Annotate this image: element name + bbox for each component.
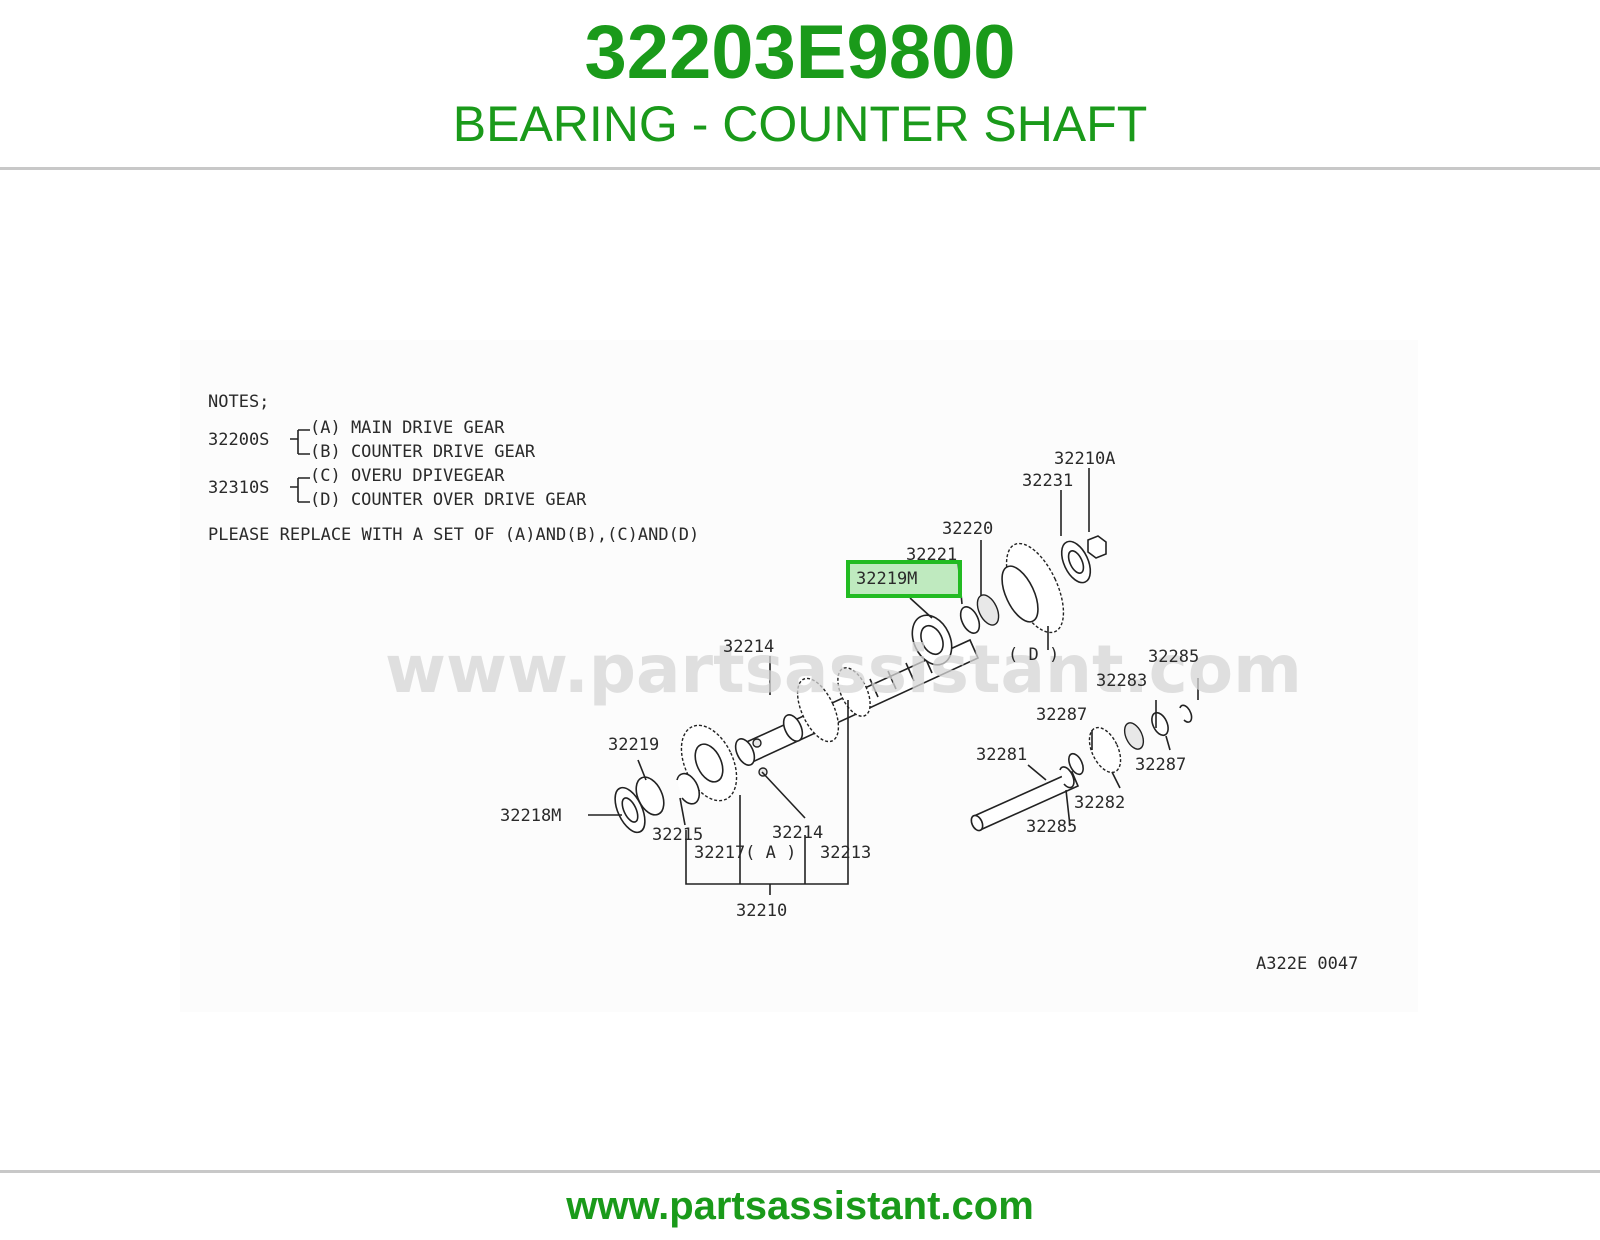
label-32215[interactable]: 32215 bbox=[652, 825, 703, 845]
notes-title: NOTES; bbox=[208, 392, 269, 412]
diagram-watermark: www.partsassistant.com bbox=[385, 631, 1302, 708]
leader-32281 bbox=[1027, 764, 1047, 781]
parts-diagram: NOTES; 32200S (A) MAIN DRIVE GEAR (B) CO… bbox=[180, 340, 1418, 1012]
part-name-subtitle: BEARING - COUNTER SHAFT bbox=[452, 96, 1148, 152]
label-32283[interactable]: 32283 bbox=[1096, 671, 1147, 691]
notes-group1-b: (B) COUNTER DRIVE GEAR bbox=[310, 442, 536, 462]
notes-group2-bracket bbox=[290, 477, 310, 503]
label-32285-top[interactable]: 32285 bbox=[1148, 647, 1199, 667]
label-32231[interactable]: 32231 bbox=[1022, 471, 1073, 491]
main-drive-gear-hub bbox=[694, 743, 724, 783]
label-32281[interactable]: 32281 bbox=[976, 745, 1027, 765]
leader-32210-stems bbox=[739, 795, 806, 895]
notes-group2-code: 32310S bbox=[208, 478, 269, 498]
shaft-collar bbox=[782, 714, 804, 742]
notes-group2-c: (C) OVERU DPIVEGEAR bbox=[310, 466, 505, 486]
snap-ring-32285-top bbox=[1179, 704, 1193, 723]
header-divider bbox=[0, 167, 1600, 170]
label-32219M[interactable]: 32219M bbox=[856, 569, 917, 589]
snap-ring-32215 bbox=[676, 772, 701, 805]
bearing-32231-inner bbox=[1067, 550, 1085, 574]
leader-32219 bbox=[637, 759, 647, 781]
label-32282[interactable]: 32282 bbox=[1074, 793, 1125, 813]
needle-bearing-32283 bbox=[1123, 722, 1145, 750]
reverse-idler-assembly bbox=[970, 704, 1193, 832]
leader-32219M bbox=[909, 597, 933, 619]
washer-32287-left bbox=[1068, 752, 1084, 776]
leader-32287-right bbox=[1165, 735, 1171, 751]
nut-32210A bbox=[1087, 535, 1107, 559]
label-32213[interactable]: 32213 bbox=[820, 843, 871, 863]
notes-group1-bracket bbox=[290, 429, 310, 455]
label-32285-bottom[interactable]: 32285 bbox=[1026, 817, 1077, 837]
diagram-code: A322E 0047 bbox=[1256, 954, 1358, 974]
idler-shaft-end bbox=[970, 814, 984, 832]
snap-ring-32285-bottom bbox=[1059, 766, 1075, 789]
spacer-32221 bbox=[959, 606, 981, 634]
label-32214-top[interactable]: 32214 bbox=[723, 637, 774, 657]
label-32287-top[interactable]: 32287 bbox=[1036, 705, 1087, 725]
label-32221[interactable]: 32221 bbox=[906, 545, 957, 565]
leader-32282 bbox=[1111, 771, 1121, 789]
label-32220[interactable]: 32220 bbox=[942, 519, 993, 539]
bearing-32218M-inner bbox=[621, 797, 639, 823]
overdrive-gear-D bbox=[1005, 542, 1065, 634]
diagram-canvas: NOTES; 32200S (A) MAIN DRIVE GEAR (B) CO… bbox=[208, 392, 1358, 974]
label-32219[interactable]: 32219 bbox=[608, 735, 659, 755]
counter-gear-large bbox=[796, 677, 840, 743]
label-32214-bottom[interactable]: 32214 bbox=[772, 823, 823, 843]
leader-32285-bottom bbox=[1065, 789, 1071, 827]
footer-divider bbox=[0, 1170, 1600, 1173]
reverse-idler-gear-32282 bbox=[1088, 726, 1122, 774]
counter-gear-small bbox=[837, 667, 871, 717]
label-32218M[interactable]: 32218M bbox=[500, 806, 561, 826]
label-32210A[interactable]: 32210A bbox=[1054, 449, 1115, 469]
shaft-end bbox=[734, 738, 756, 766]
notes-group2-d: (D) COUNTER OVER DRIVE GEAR bbox=[310, 490, 587, 510]
part-number-title: 32203E9800 bbox=[584, 10, 1016, 95]
leader-32215 bbox=[679, 797, 686, 826]
notes-group1-code: 32200S bbox=[208, 430, 269, 450]
counter-shaft-assembly bbox=[614, 535, 1107, 834]
footer-url[interactable]: www.partsassistant.com bbox=[566, 1184, 1034, 1228]
woodruff-key-top bbox=[752, 738, 762, 748]
bearing-32219M-inner bbox=[920, 624, 944, 656]
notes-instruction: PLEASE REPLACE WITH A SET OF (A)AND(B),(… bbox=[208, 525, 699, 545]
notes-group1-a: (A) MAIN DRIVE GEAR bbox=[310, 418, 505, 438]
washer-32287-right bbox=[1151, 711, 1169, 737]
highlight-box[interactable] bbox=[846, 560, 962, 598]
label-D[interactable]: ( D ) bbox=[1008, 645, 1059, 665]
label-32210[interactable]: 32210 bbox=[736, 901, 787, 921]
leader-32214-bottom bbox=[761, 771, 806, 819]
label-32217[interactable]: 32217( A ) bbox=[694, 843, 796, 863]
overdrive-gear-hub bbox=[1001, 565, 1039, 623]
label-32287-right[interactable]: 32287 bbox=[1135, 755, 1186, 775]
leader-32210-bracket bbox=[685, 700, 849, 885]
